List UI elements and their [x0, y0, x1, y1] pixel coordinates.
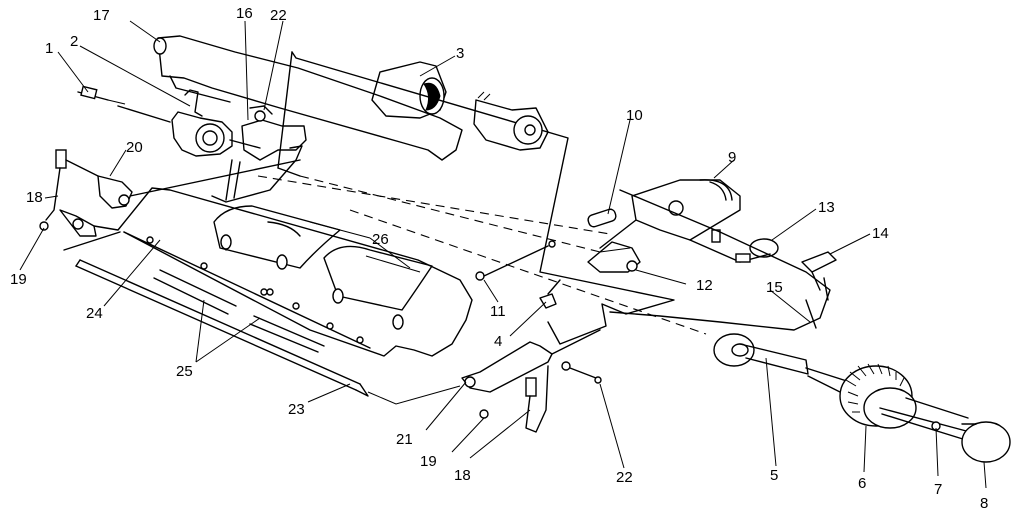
part-26-shield [213, 205, 433, 330]
part-19-lower-screw [479, 409, 489, 419]
part-19-screw-left [39, 209, 97, 237]
part-20-lever [97, 159, 301, 209]
callout-11: 11 [490, 303, 506, 320]
callout-20: 20 [126, 139, 143, 156]
part-5-collar [713, 333, 809, 375]
callout-12: 12 [696, 277, 713, 294]
part-14-latch [801, 251, 837, 301]
callout-3: 3 [456, 45, 464, 62]
callout-13: 13 [818, 199, 835, 216]
callout-15: 15 [766, 279, 783, 296]
callout-18-lower: 18 [454, 467, 471, 484]
part-24-trough-panel [63, 187, 473, 357]
main-support-frame [277, 51, 675, 345]
callout-16: 16 [236, 5, 253, 22]
callout-21: 21 [396, 431, 413, 448]
callout-24: 24 [86, 305, 103, 322]
callout-25: 25 [176, 363, 193, 380]
callout-8: 8 [980, 495, 988, 512]
part-11-spring-pin [475, 240, 556, 281]
callout-7: 7 [934, 481, 942, 498]
part-12-bracket [587, 241, 641, 273]
part-17-guide-rail [153, 35, 463, 161]
part-23-long-rod [75, 259, 461, 405]
part-10-pin [587, 208, 617, 228]
callout-19-lower: 19 [420, 453, 437, 470]
part-1-pin [77, 85, 126, 105]
callout-14: 14 [872, 225, 889, 242]
callout-labels: 17 16 22 1 2 3 10 9 20 18 19 13 14 26 12… [10, 5, 988, 512]
callout-10: 10 [626, 107, 643, 124]
leader-lines [19, 20, 987, 489]
callout-26: 26 [372, 231, 389, 248]
part-18-lower-spring [525, 365, 549, 433]
roller-end-cap [473, 91, 549, 151]
callout-2: 2 [70, 33, 78, 50]
part-2-bracket-gear [117, 89, 261, 157]
part-7-8-shaft-knob [879, 397, 1011, 463]
part-6-large-gear [805, 363, 917, 429]
part-21-lower-lever [461, 329, 601, 393]
part-9-housing [599, 179, 741, 263]
callout-17: 17 [93, 7, 110, 24]
callout-19-left: 19 [10, 271, 27, 288]
part-25-rods [153, 262, 325, 353]
part-16-frame-bracket [211, 105, 307, 203]
callout-22-top: 22 [270, 7, 287, 24]
part-15-frame-plate [609, 189, 831, 331]
callout-18-left: 18 [26, 189, 43, 206]
callout-6: 6 [858, 475, 866, 492]
alignment-lines [257, 175, 707, 335]
callout-22-lower: 22 [616, 469, 633, 486]
part-13-small-gear [735, 238, 779, 263]
part-22-lower-screw [561, 361, 602, 384]
callout-1: 1 [45, 40, 53, 57]
callout-9: 9 [728, 149, 736, 166]
part-3-roller [371, 61, 447, 119]
part-4-clip [539, 279, 561, 309]
part-18-spring-left [45, 149, 99, 221]
callout-5: 5 [770, 467, 778, 484]
callout-4: 4 [494, 333, 502, 350]
callout-23: 23 [288, 401, 305, 418]
